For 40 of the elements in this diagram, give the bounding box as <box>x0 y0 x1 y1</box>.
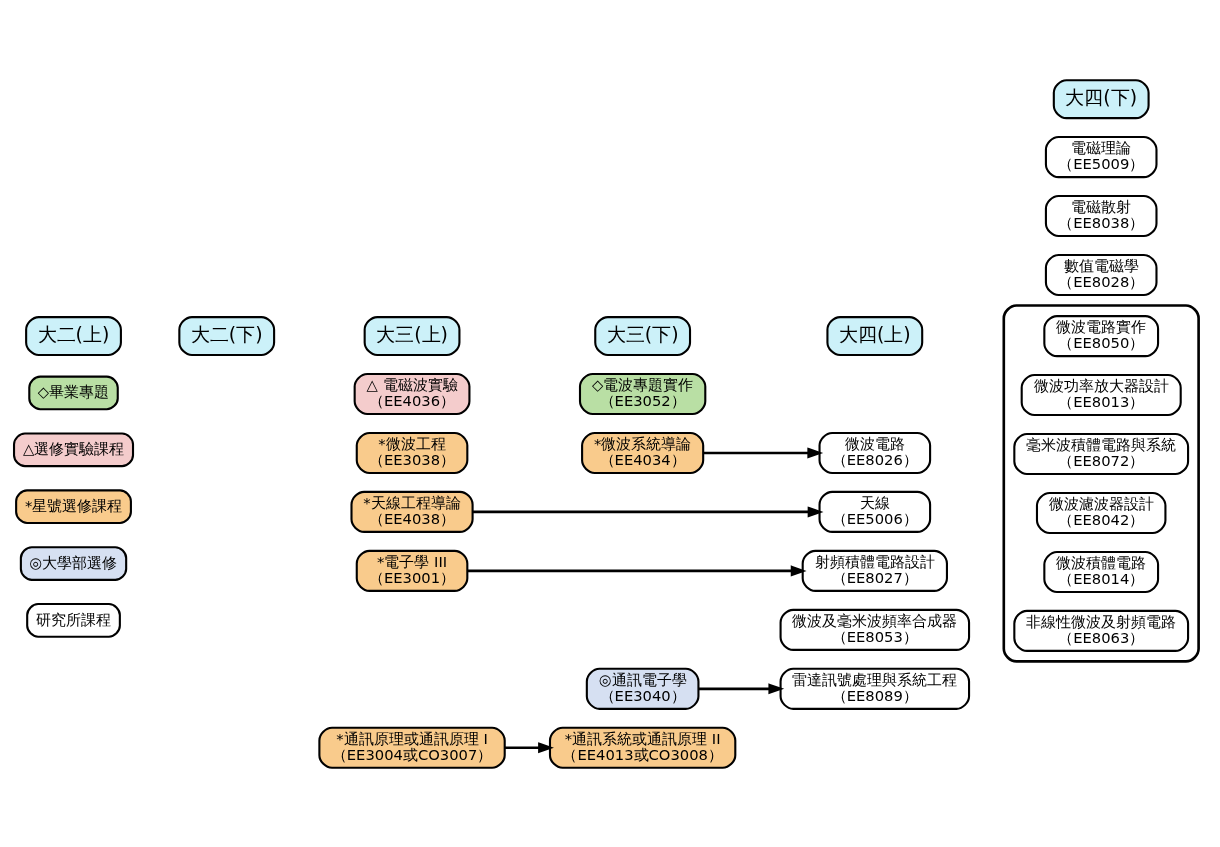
legend-label: *星號選修課程 <box>25 496 123 514</box>
node-box: 大四(下) <box>1052 78 1150 119</box>
node-box: *通訊系統或通訊原理 II （EE4013或CO3008） <box>548 726 737 769</box>
node-box: 微波濾波器設計 （EE8042） <box>1035 491 1167 534</box>
node-box: 大三(上) <box>363 315 461 356</box>
node-box: *通訊原理或通訊原理 I （EE3004或CO3007） <box>318 726 506 769</box>
node-box: 數值電磁學 （EE8028） <box>1044 253 1158 296</box>
node-box: 微波電路 （EE8026） <box>818 431 932 474</box>
node-box: *微波工程 （EE3038） <box>355 431 469 474</box>
node-box: 微波及毫米波頻率合成器 （EE8053） <box>779 608 971 651</box>
node-box: 射頻積體電路設計 （EE8027） <box>801 549 948 592</box>
node-box: ◇電波專題實作 （EE3052） <box>578 372 707 415</box>
node-box: 大三(下) <box>594 315 692 356</box>
node-box: ◎通訊電子學 （EE3040） <box>585 667 700 710</box>
arrow <box>504 741 554 753</box>
node-box: 大二(下) <box>178 315 276 356</box>
legend-label: △選修實驗課程 <box>22 439 125 457</box>
node-box: 電磁理論 （EE5009） <box>1044 135 1158 178</box>
node-box: 大二(上) <box>25 315 122 356</box>
arrow <box>703 446 824 458</box>
node-box: *微波系統導論 （EE4034） <box>581 431 705 474</box>
arrow <box>472 505 824 517</box>
node-box: *電子學 III （EE3001） <box>355 549 469 592</box>
legend-label: 研究所課程 <box>35 610 111 628</box>
node-box: *天線工程導論 （EE4038） <box>350 490 474 533</box>
node-box: △ 電磁波實驗 （EE4036） <box>353 372 471 415</box>
node-box: 大四(上) <box>826 315 924 356</box>
arrow <box>698 682 785 694</box>
node-box: 非線性微波及射頻電路 （EE8063） <box>1013 609 1190 652</box>
node-box: 微波電路實作 （EE8050） <box>1043 314 1160 357</box>
legend-label: ◇畢業專題 <box>37 382 110 400</box>
arrow <box>467 564 807 576</box>
node-box: 電磁散射 （EE8038） <box>1044 194 1158 237</box>
legend-label: ◎大學部選修 <box>29 553 118 571</box>
node-box: 毫米波積體電路與系統 （EE8072） <box>1013 432 1190 475</box>
cluster <box>1002 303 1200 663</box>
node-box: 雷達訊號處理與系統工程 （EE8089） <box>779 667 971 710</box>
node-box: 微波功率放大器設計 （EE8013） <box>1020 373 1182 416</box>
node-box: 微波積體電路 （EE8014） <box>1043 550 1160 593</box>
node-box: 天線 （EE5006） <box>818 490 932 533</box>
